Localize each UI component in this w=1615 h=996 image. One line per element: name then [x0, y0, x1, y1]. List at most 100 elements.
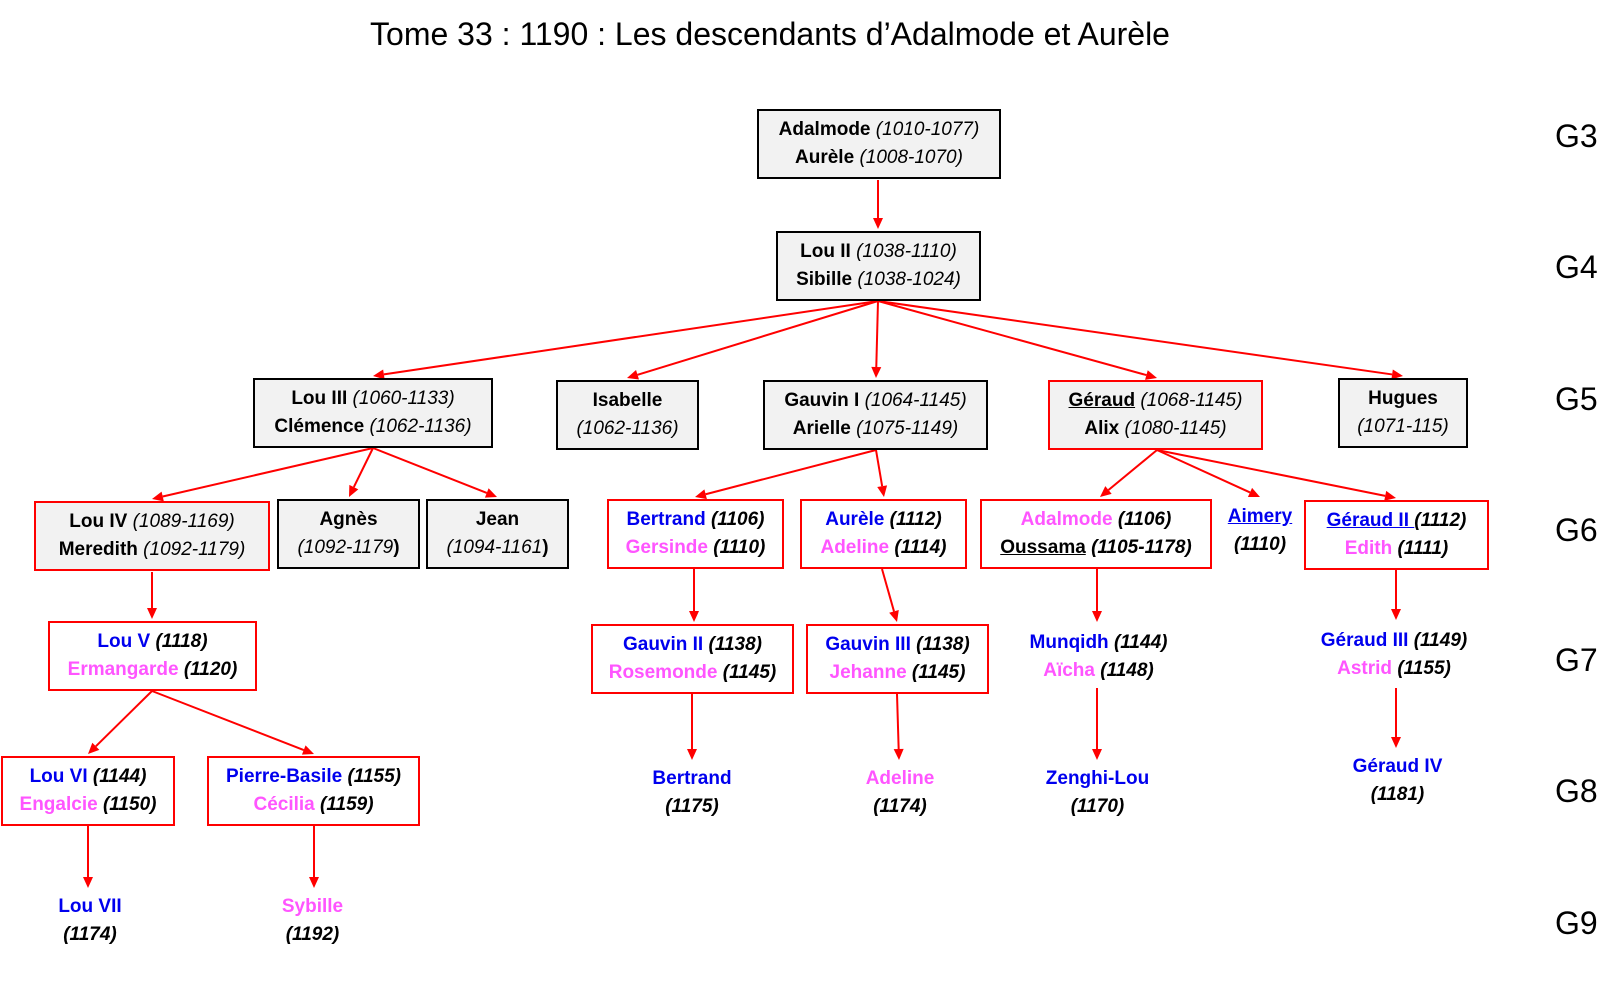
person-name: Sibille — [796, 269, 853, 290]
person-box: Isabelle(1062-1136) — [556, 380, 699, 450]
parent-child-arrow — [881, 568, 899, 622]
parent-child-arrow — [1092, 569, 1102, 622]
arrow-head — [873, 218, 883, 229]
person-name: Adalmode — [1020, 509, 1113, 530]
person-line: Gersinde (1110) — [626, 534, 766, 562]
person-dates: (1145) — [911, 662, 966, 683]
page-title: Tome 33 : 1190 : Les descendants d’Adalm… — [370, 16, 1170, 52]
parent-child-arrow — [877, 300, 1157, 380]
person-box: Jean(1094-1161) — [426, 499, 569, 569]
person-dates: (1038-1110) — [856, 241, 957, 262]
person-line: Isabelle — [593, 387, 663, 415]
arrow-line — [162, 447, 374, 498]
arrow-head — [349, 484, 359, 497]
person-dates: (1155) — [1397, 658, 1451, 679]
parent-child-arrow — [1156, 449, 1396, 501]
person-dates: (1174) — [873, 796, 927, 817]
parent-child-arrow — [372, 447, 497, 498]
person-line: Hugues — [1368, 385, 1438, 413]
person-dates: (1110) — [1233, 534, 1287, 555]
person-line: Aïcha (1148) — [1043, 657, 1154, 685]
person-dates: (1094-1161 — [446, 537, 543, 558]
parent-child-arrow — [689, 569, 699, 622]
parent-child-arrow — [893, 693, 904, 760]
arrow-head — [83, 877, 93, 888]
person-box: Géraud II (1112)Edith (1111) — [1304, 500, 1489, 570]
arrow-line — [352, 447, 374, 488]
person-dates: (1080-1145) — [1124, 418, 1227, 439]
person-dates: (1071-115) — [1357, 416, 1449, 437]
arrow-head — [1100, 486, 1112, 497]
arrow-head — [152, 491, 164, 502]
person-dates: (1150) — [102, 794, 157, 815]
person-box: Aurèle (1112)Adeline (1114) — [800, 499, 967, 569]
person-line: (1071-115) — [1357, 413, 1449, 441]
person-line: Meredith (1092-1179) — [59, 536, 246, 564]
parent-child-arrow — [373, 300, 879, 380]
person-dates: (1010-1077) — [875, 119, 980, 140]
person-line: Arielle (1075-1149) — [793, 415, 958, 443]
person-dates: (1060-1133) — [352, 388, 455, 409]
person-name: Isabelle — [592, 390, 663, 411]
person-line: Jehanne (1145) — [830, 659, 966, 687]
person-box: Lou IV (1089-1169)Meredith (1092-1179) — [34, 501, 270, 571]
person-dates: (1144) — [1113, 632, 1168, 653]
person-line: Astrid (1155) — [1337, 655, 1451, 683]
arrow-head — [1247, 487, 1260, 497]
person-line: Gauvin I (1064-1145) — [784, 387, 966, 415]
person-name: Astrid — [1337, 658, 1393, 679]
person-line: Bertrand — [652, 765, 731, 793]
person-name: Bertrand — [652, 768, 732, 789]
person-dates: (1106) — [710, 509, 765, 530]
person-dates: (1064-1145) — [864, 390, 967, 411]
person-name: Engalcie — [19, 794, 98, 815]
person-dates: (1089-1169) — [132, 511, 235, 532]
person-line: Pierre-Basile (1155) — [226, 763, 401, 791]
person-line: Lou V (1118) — [97, 628, 207, 656]
person-name: Gersinde — [625, 537, 708, 558]
parent-child-arrow — [152, 447, 374, 502]
person-name: Géraud IV — [1352, 756, 1443, 777]
person-name: Adeline — [820, 537, 890, 558]
person-name: Cécilia — [253, 794, 315, 815]
person-dates: (1105-1178) — [1091, 537, 1192, 558]
person-name: Lou V — [97, 631, 151, 652]
person-line: (1110) — [1234, 531, 1286, 559]
parent-child-arrow — [147, 572, 157, 619]
person-dates: (1192) — [285, 924, 340, 945]
person-line: Bertrand (1106) — [627, 506, 765, 534]
person-dates: (1174) — [63, 924, 117, 945]
person-name: Jehanne — [829, 662, 907, 683]
person-name: Lou IV — [69, 511, 128, 532]
person-dates: (1170) — [1070, 796, 1125, 817]
person-line: (1181) — [1371, 781, 1425, 809]
person-box: Gauvin II (1138)Rosemonde (1145) — [591, 624, 794, 694]
parent-child-arrow — [875, 449, 888, 497]
person-dates: (1092-1179) — [143, 539, 246, 560]
person-name: Aïcha — [1043, 660, 1095, 681]
person-box: Adalmode (1010-1077)Aurèle (1008-1070) — [757, 109, 1001, 179]
person-dates: (1148) — [1100, 660, 1154, 681]
person-line: Gauvin II (1138) — [623, 631, 762, 659]
parent-child-arrow — [695, 449, 877, 500]
arrow-head — [88, 742, 100, 754]
parent-child-arrow — [309, 826, 319, 888]
arrow-head — [1384, 490, 1396, 501]
arrow-line — [881, 568, 895, 612]
person-box: Bertrand(1175) — [622, 762, 762, 824]
arrow-line — [372, 447, 488, 494]
person-name: Lou VII — [58, 896, 122, 917]
generation-label: G4 — [1555, 249, 1598, 285]
person-line: Engalcie (1150) — [20, 791, 157, 819]
person-dates: (1112) — [889, 509, 942, 530]
person-box: Gauvin I (1064-1145)Arielle (1075-1149) — [763, 380, 988, 450]
arrow-head — [877, 485, 888, 497]
person-line: (1174) — [63, 921, 117, 949]
person-line: Agnès — [319, 506, 377, 534]
arrow-head — [893, 748, 904, 760]
generation-label: G9 — [1555, 905, 1598, 941]
person-line: Lou IV (1089-1169) — [69, 508, 234, 536]
person-box: Lou V (1118)Ermangarde (1120) — [48, 621, 257, 691]
arrow-head — [1092, 611, 1102, 622]
